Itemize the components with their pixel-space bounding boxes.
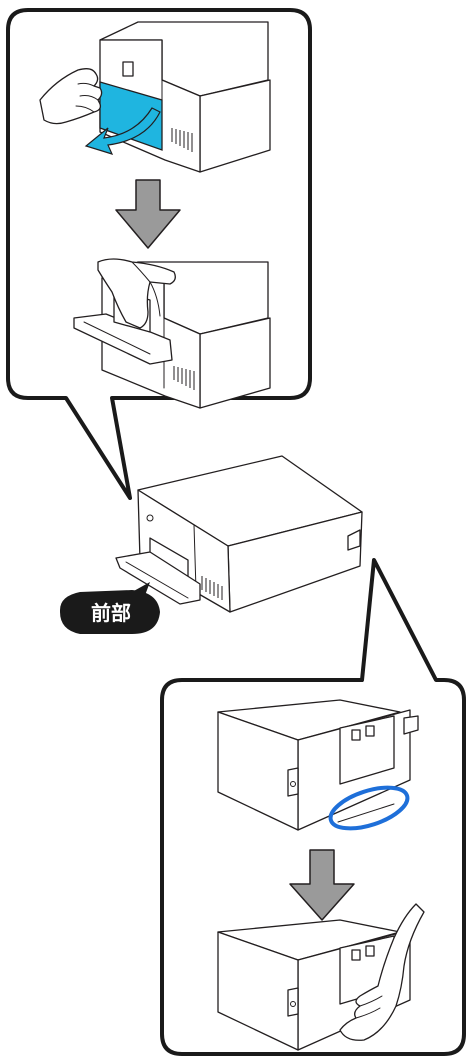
vent-slots: [201, 576, 223, 600]
hand-icon: [39, 68, 103, 125]
down-arrow-icon: [289, 849, 355, 921]
rear-corner-illustration-1: [217, 699, 419, 831]
curved-arrow-icon: [84, 107, 161, 155]
oval-highlight-icon: [328, 785, 410, 831]
front-cover-highlight: [99, 81, 163, 151]
step2-printer-illustration: [73, 258, 271, 409]
step1-printer-illustration: [39, 21, 271, 173]
rear-corner-illustration-2: [217, 903, 425, 1051]
front-label-badge: 前部: [60, 582, 160, 634]
vent-slots: [173, 366, 195, 390]
hand-icon: [97, 258, 176, 329]
front-label: 前部: [91, 601, 131, 625]
main-printer-illustration: [115, 455, 363, 613]
down-arrow-icon: [115, 179, 181, 249]
vent-slots: [171, 128, 193, 152]
